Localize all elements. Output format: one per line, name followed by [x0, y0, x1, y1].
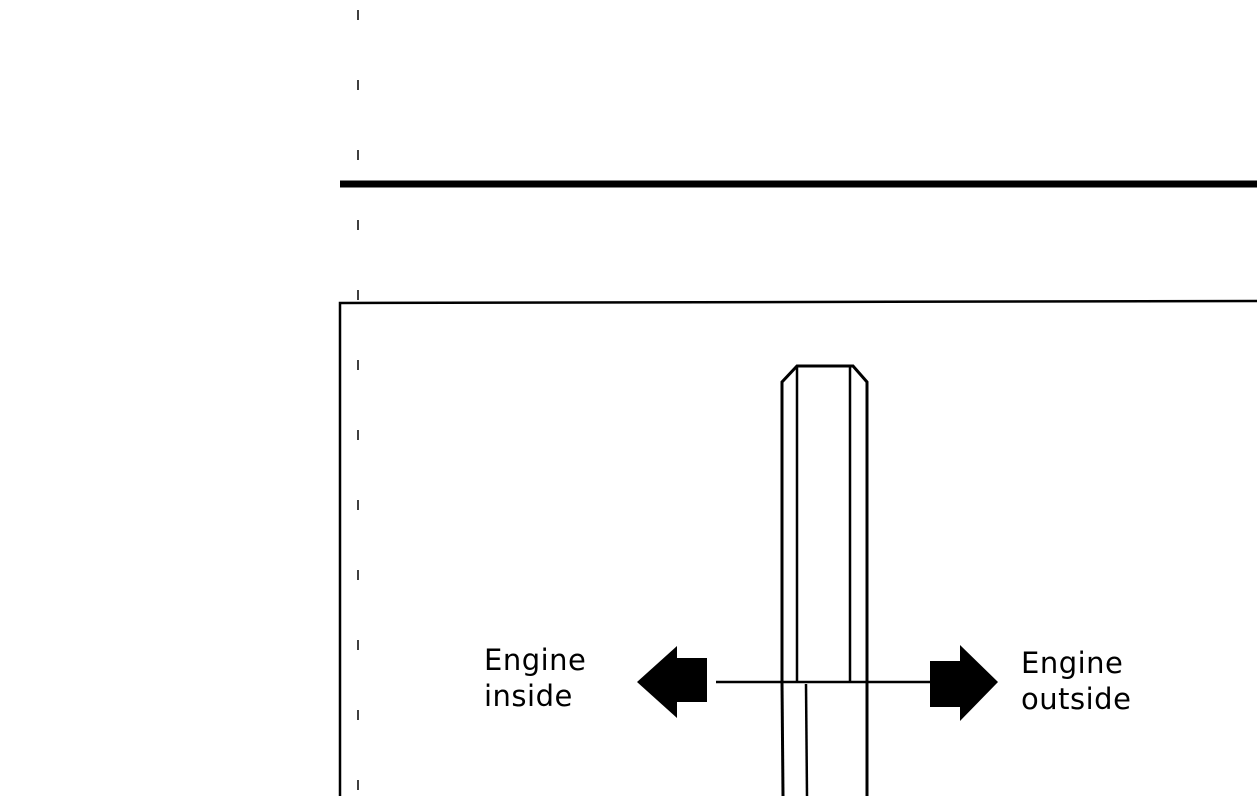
label-line: Engine [1021, 646, 1124, 680]
part-lower-inner [804, 683, 809, 796]
label-line: outside [1021, 682, 1132, 716]
part-outline-upper [780, 364, 869, 682]
label-line: Engine [484, 643, 587, 677]
arrow-left-icon [637, 646, 707, 718]
arrow-right-icon [930, 645, 998, 721]
label-line: inside [484, 679, 573, 713]
engine-outside-label: Engine outside [1021, 645, 1131, 717]
frame-box [338, 299, 1257, 796]
part-lower-left [780, 681, 785, 796]
engine-inside-label: Engine inside [484, 642, 586, 714]
